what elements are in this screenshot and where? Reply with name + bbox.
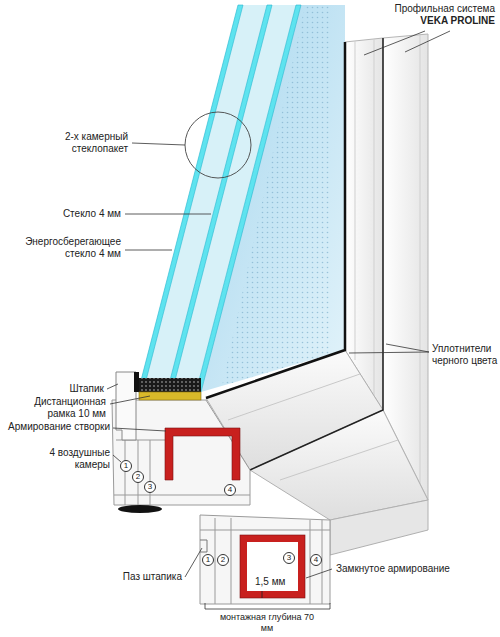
bead-seal (134, 372, 139, 392)
part-label: 4 воздушные камеры (20, 447, 110, 471)
leader-line (113, 428, 166, 431)
part-label: Стекло 4 мм (21, 208, 121, 220)
leader-line (364, 31, 425, 55)
frame-section (200, 515, 330, 604)
thickness-mark (262, 591, 263, 598)
frame-horizontal (250, 410, 428, 520)
callout-number: 3 (283, 552, 295, 564)
callout-text: 1 (206, 556, 210, 564)
callout-number: 1 (202, 554, 214, 566)
glass-pane (138, 5, 243, 392)
callout-number: 2 (217, 554, 229, 566)
profile-line (374, 39, 375, 395)
leader-line (125, 214, 211, 215)
system-name: Профильная система (380, 3, 495, 15)
profile-line (228, 374, 360, 420)
glass-pane (196, 5, 301, 392)
callout-text: 4 (228, 486, 232, 494)
callout-number: 4 (224, 484, 236, 496)
callout-text: 2 (221, 556, 225, 564)
callout-text: 2 (136, 473, 140, 481)
system-brand: VEKA PROLINE (380, 15, 495, 27)
leader-line (110, 396, 150, 404)
part-label: Штапик (44, 383, 104, 395)
leader-line (405, 31, 450, 52)
sash-gasket (118, 505, 162, 513)
profile-line (355, 41, 356, 360)
part-label: Замкнутое армирование (336, 563, 486, 575)
leader-line (386, 344, 429, 352)
profile-line (420, 35, 421, 485)
part-label: Дистанционная рамка 10 мм (16, 396, 106, 420)
sash-reinforcement (165, 428, 240, 480)
dimension-label: монтажная глубина 70 мм (217, 612, 317, 634)
glass-sealant (139, 378, 201, 392)
chamber-wall (215, 518, 216, 604)
chamber-wall (150, 440, 151, 505)
frame-reinforcement (240, 535, 305, 598)
frame-bottom (330, 500, 428, 555)
black-seal (250, 38, 383, 470)
glass-pane (167, 5, 272, 392)
leader-line (132, 143, 185, 145)
chamber-wall (231, 518, 232, 604)
glazing-bead (116, 372, 136, 440)
dimension-label: 1,5 мм (255, 576, 295, 588)
detail-circle (185, 112, 251, 178)
glass-gap (138, 5, 296, 392)
leader-line (113, 455, 121, 462)
callout-number: 3 (144, 481, 156, 493)
callout-text: 3 (148, 483, 152, 491)
callout-text: 4 (314, 556, 318, 564)
reinforcement-hollow (247, 542, 298, 591)
callout-number: 4 (310, 554, 322, 566)
leader-line (125, 250, 172, 251)
black-seal (206, 42, 345, 398)
sash-vertical (345, 38, 383, 410)
part-label: 2-х камерный стеклопакет (38, 131, 128, 155)
callout-text: 1 (124, 462, 128, 470)
part-label: Паз штапика (102, 571, 182, 583)
profile-line (280, 440, 398, 480)
leader-line (349, 352, 429, 353)
leader-line (107, 384, 118, 389)
callout-number: 1 (120, 460, 132, 472)
part-label: Энергосберегающее стекло 4 мм (9, 236, 121, 260)
part-label: Армирование створки (4, 421, 110, 433)
chamber-wall (200, 530, 330, 531)
callout-number: 2 (132, 471, 144, 483)
leader-line (185, 548, 202, 577)
depth-bracket (205, 603, 330, 609)
leader-line (306, 569, 332, 578)
callout-text: 3 (287, 554, 291, 562)
chamber-wall (125, 440, 126, 505)
part-label: Уплотнители черного цвета (432, 343, 498, 367)
